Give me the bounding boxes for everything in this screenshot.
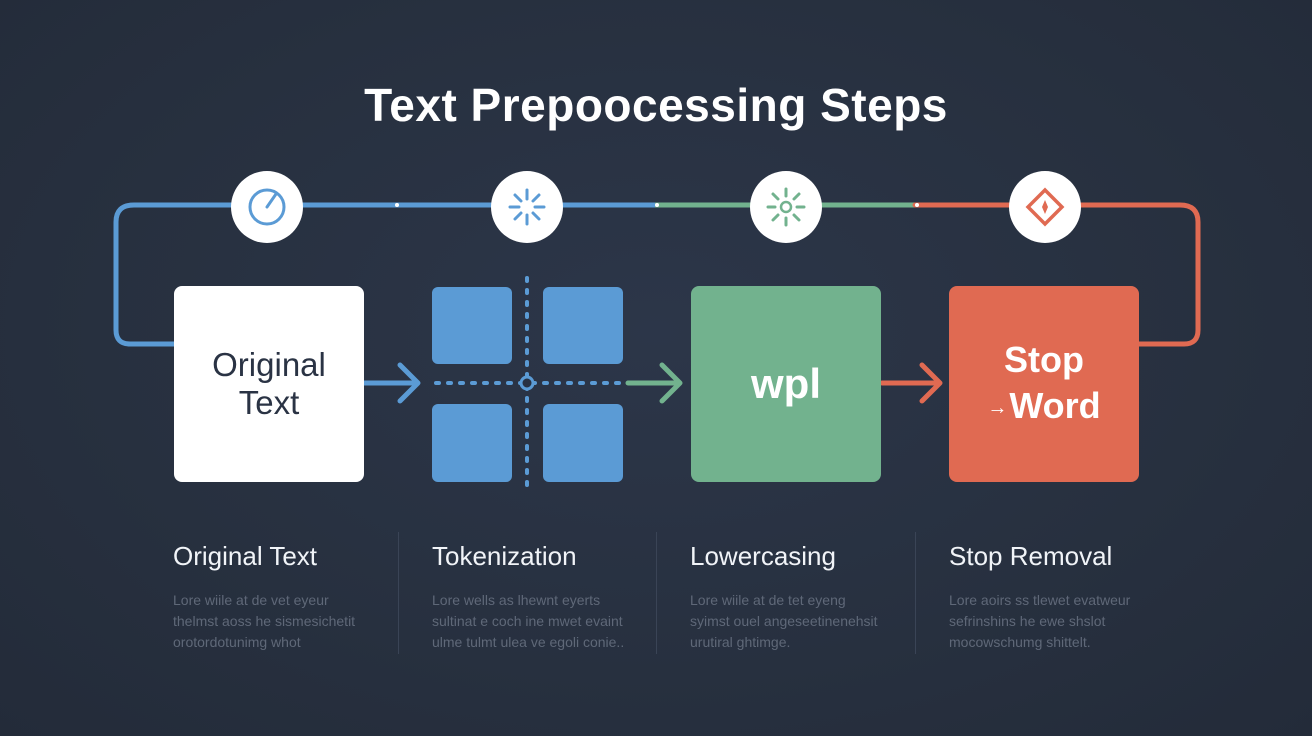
step-title: Stop Removal <box>949 541 1113 571</box>
step-description: Lore wiile at de tet eyeng syimst ouel a… <box>690 592 878 650</box>
step-description: Lore aoirs ss tlewet evatweur sefrinshin… <box>949 592 1131 650</box>
step-column-lowercasing: Lowercasing Lore wiile at de tet eyeng s… <box>690 538 920 653</box>
box-label: Word <box>1009 384 1101 426</box>
step-column-original: Original Text Lore wiile at de vet eyeur… <box>173 538 403 653</box>
step-title: Tokenization <box>432 541 577 571</box>
box-label-row: →Word <box>987 383 1100 431</box>
arrow-right-icon <box>879 362 943 404</box>
token-grid <box>432 276 624 490</box>
arrow-right-icon <box>361 362 421 404</box>
original-text-box: Original Text <box>174 286 364 482</box>
step-column-tokenization: Tokenization Lore wells as lhewnt eyerts… <box>432 538 662 653</box>
connector-left-loop <box>113 202 270 347</box>
lowercasing-box: wpl <box>691 286 881 482</box>
column-divider <box>656 532 657 654</box>
box-label: Stop <box>1004 338 1084 380</box>
small-arrow-icon: → <box>987 397 1008 420</box>
connector-dot <box>915 203 919 207</box>
connector-dot <box>655 203 659 207</box>
diamond-icon <box>1009 171 1081 243</box>
sun-burst-icon <box>750 171 822 243</box>
step-column-stop-removal: Stop Removal Lore aoirs ss tlewet evatwe… <box>949 538 1179 653</box>
box-label: wpl <box>751 360 821 407</box>
box-label: Original <box>212 346 326 383</box>
box-label: Text <box>238 384 300 421</box>
arrow-right-icon <box>625 362 683 404</box>
step-title: Lowercasing <box>690 541 836 571</box>
connector-right-loop <box>912 202 1201 347</box>
column-divider <box>398 532 399 654</box>
step-description: Lore wells as lhewnt eyerts sultinat e c… <box>432 592 625 650</box>
clock-icon <box>231 171 303 243</box>
column-divider <box>915 532 916 654</box>
step-title: Original Text <box>173 541 318 571</box>
step-description: Lore wiile at de vet eyeur thelmst aoss … <box>173 592 356 650</box>
stop-word-box: Stop →Word <box>949 286 1139 482</box>
page-title: Text Prepoocessing Steps <box>364 79 948 131</box>
sparkle-burst-icon <box>491 171 563 243</box>
connector-dot <box>395 203 399 207</box>
